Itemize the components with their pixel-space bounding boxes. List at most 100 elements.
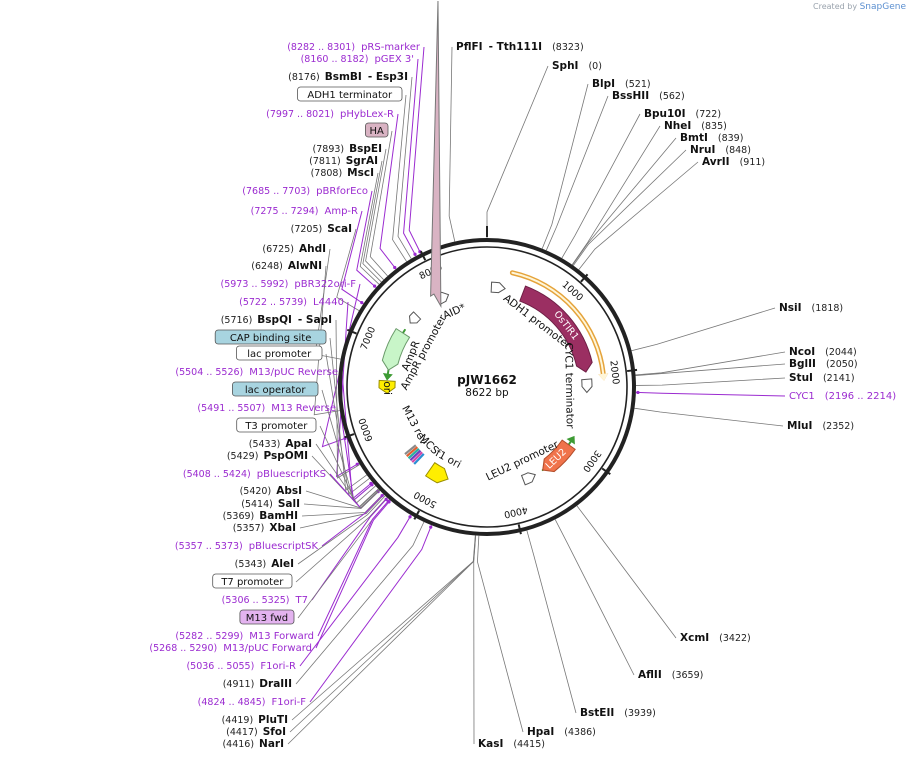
site-label-ha: HA	[364, 122, 389, 138]
site-label-f1ori-f: (4824 .. 4845)F1ori-F	[198, 697, 307, 708]
site-pos: (839)	[718, 133, 744, 144]
credit-brand: SnapGene	[859, 2, 906, 12]
site-pos: (848)	[725, 145, 751, 156]
leader-cap-binding-site	[329, 337, 367, 492]
leader-cyc1-dot	[636, 390, 640, 395]
ampR-arrow	[381, 327, 411, 371]
site-label-cyc1: CYC1(2196 .. 2214)	[789, 391, 896, 402]
site-label-pluti: (4419)PluTI	[222, 714, 288, 726]
enzyme-label: Bpu10I (722)	[644, 108, 721, 120]
mcs-site-5	[404, 444, 417, 456]
site-pos: (562)	[659, 91, 685, 102]
primer-label: (4824 .. 4845)F1ori-F	[198, 697, 307, 708]
enzyme-label: (5343)AleI	[235, 558, 294, 570]
leader-f1ori-f-dot	[429, 525, 433, 529]
site-pos: (0)	[588, 61, 601, 72]
site-name: Bpu10I	[644, 108, 686, 120]
enzyme-label: (4911)DraIII	[223, 678, 292, 690]
site-label-pgex-3: (8160 .. 8182)pGEX 3'	[301, 54, 414, 65]
site-label-pbr322ori-f: (5973 .. 5992)pBR322ori-F	[221, 279, 357, 290]
leader-alwni	[313, 265, 340, 416]
site-label-msci: (7808)MscI	[311, 167, 374, 179]
primer-name: M13/pUC Reverse	[249, 367, 338, 378]
enzyme-name: DraIII	[259, 678, 292, 690]
site-label-alwni: (6248)AlwNI	[251, 260, 322, 272]
leader-pbluescriptsk-dot	[380, 494, 384, 498]
site-label-kasi: KasI(4415)	[478, 738, 545, 750]
enzyme-name: XbaI	[269, 522, 296, 534]
feature-box-m13-fwd	[239, 609, 295, 625]
tick-5000	[413, 510, 421, 520]
site-label-bsshii: BssHII (562)	[612, 90, 685, 102]
primer-label: CYC1(2196 .. 2214)	[789, 391, 896, 402]
site-label-bsmbi: (8176)BsmBI- Esp3I	[288, 71, 408, 83]
site-label-bamhi: (5369)BamHI	[223, 510, 298, 522]
primer-name: pBRforEco	[316, 186, 368, 197]
site-label-bspei: (7893)BspEI	[313, 143, 382, 155]
site-name: BssHII	[612, 90, 649, 102]
tick-label-6000: 6000	[357, 416, 375, 442]
site-label-ahdi: (6725)AhdI	[262, 243, 326, 255]
enzyme-pos: (7811)	[309, 156, 341, 167]
primer-label: (5306 .. 5325)T7	[222, 595, 308, 606]
leader-stui	[635, 377, 786, 386]
leader-cyc1	[635, 391, 786, 397]
primer-name: pRS-marker	[361, 42, 421, 53]
primer-name: L4440	[313, 297, 344, 308]
enzyme-pos: (7893)	[313, 144, 345, 155]
site-name: BglII	[789, 358, 816, 370]
leader-f1ori-f	[309, 525, 432, 703]
ori-arrow	[378, 379, 396, 394]
primer-pos: (5282 .. 5299)	[175, 631, 243, 642]
site-name: MluI	[787, 420, 812, 432]
site-pos: (722)	[696, 109, 722, 120]
site-pos: (3659)	[672, 670, 704, 681]
site-label-t7: (5306 .. 5325)T7	[222, 595, 308, 606]
site-label-cap-binding-site: CAP binding site	[214, 329, 327, 345]
site-label-pspomi: (5429)PspOMI	[227, 450, 308, 462]
tick-6000	[344, 433, 355, 439]
leader-sfoi	[289, 535, 476, 733]
feature-label-cyc1-terminator: CYC1 terminator	[562, 342, 576, 429]
feature-box-t7-promoter	[212, 573, 293, 589]
enzyme-label: AflII (3659)	[638, 669, 703, 681]
site-label-adh1-terminator: ADH1 terminator	[297, 86, 403, 102]
site-label-mlui: MluI(2352)	[787, 420, 854, 432]
site-name: BlpI	[592, 78, 615, 90]
enzyme-label: HpaI(4386)	[527, 726, 596, 738]
site-pos: (1818)	[812, 303, 844, 314]
primer-pos: (5036 .. 5055)	[186, 661, 254, 672]
feature-box-label: lac operator	[245, 385, 306, 396]
enzyme-label: (6248)AlwNI	[251, 260, 322, 272]
tick-3000	[601, 467, 611, 475]
site-label-sgrai: (7811)SgrAI	[309, 155, 378, 167]
ampR-promoter-arrow	[408, 311, 422, 324]
leader-bspei	[365, 148, 387, 280]
site-name: AflII	[638, 669, 662, 681]
site-pos: (911)	[740, 157, 766, 168]
primer-name: T7	[295, 595, 308, 606]
osTIR1-outer-arc-inner	[511, 271, 605, 375]
site-label-f1ori-r: (5036 .. 5055)F1ori-R	[186, 661, 296, 672]
leader-m13-reverse-dot	[370, 483, 374, 487]
leu2-green-arc-head	[566, 435, 575, 445]
mcs-site-3	[407, 448, 420, 460]
primer-name: M13 Forward	[249, 631, 314, 642]
enzyme-label: MluI(2352)	[787, 420, 854, 432]
feature-box-label: T3 promoter	[244, 421, 308, 432]
primer-name: Amp-R	[325, 206, 359, 217]
site-label-pflfi: PflFI- Tth111I(8323)	[456, 41, 584, 53]
enzyme-label: SphI(0)	[552, 60, 602, 72]
leader-f1ori-r	[299, 514, 412, 667]
site-label-xbai: (5357)XbaI	[233, 522, 296, 534]
enzyme-name-2: - SapI	[298, 314, 332, 326]
site-label-avrii: AvrII(911)	[702, 156, 765, 168]
enzyme-label: BssHII (562)	[612, 90, 685, 102]
tick-1000	[580, 273, 589, 283]
primer-label: (5282 .. 5299) M13 Forward	[175, 631, 314, 642]
leader-pgex-3	[403, 58, 419, 257]
site-pos: (4415)	[513, 739, 545, 750]
leader-scai	[336, 228, 360, 311]
site-label-blpi: BlpI(521)	[592, 78, 651, 90]
